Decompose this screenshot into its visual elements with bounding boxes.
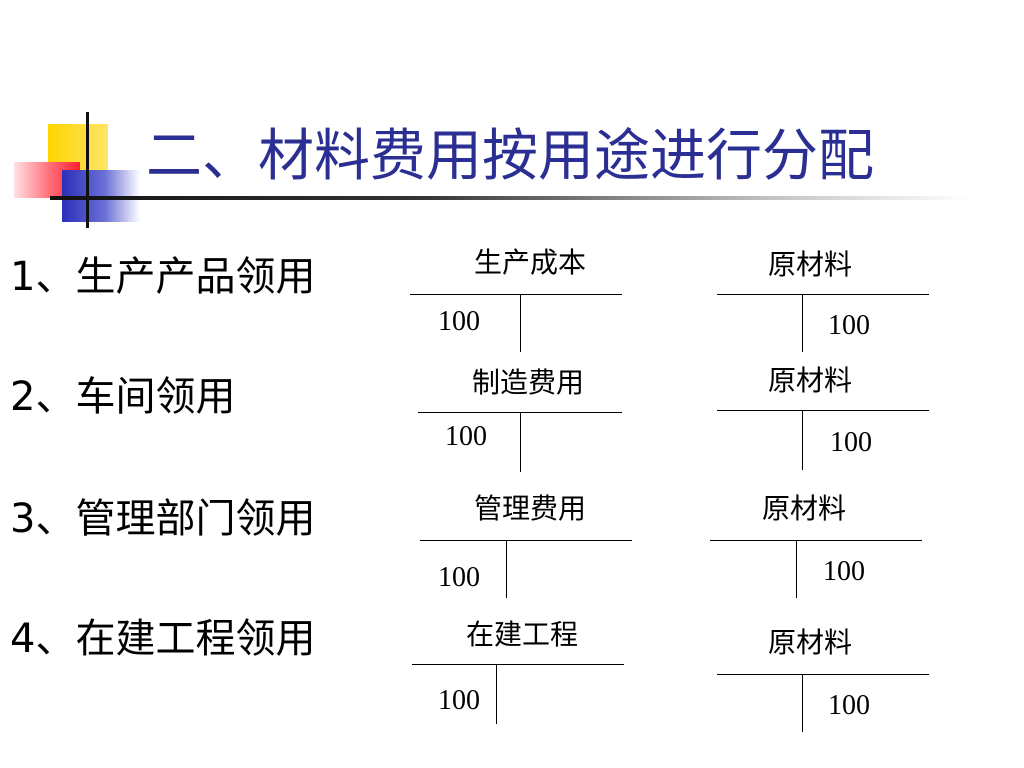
debit-amount: 100 [438, 306, 480, 337]
debit-amount: 100 [438, 562, 480, 593]
t-account-name: 原材料 [767, 364, 852, 397]
row-label-1: 1、生产产品领用 [10, 254, 316, 300]
row-label-2: 2、车间领用 [10, 374, 236, 420]
t-account-vertical-line [496, 664, 497, 724]
debit-amount: 100 [445, 421, 487, 452]
t-account-name: 原材料 [767, 626, 852, 659]
t-account-name: 管理费用 [473, 492, 586, 525]
slide-title: 二、材料费用按用途进行分配 [146, 124, 874, 189]
t-account-horizontal-line [412, 664, 624, 665]
t-account-name: 制造费用 [471, 366, 584, 399]
t-account-vertical-line [506, 540, 507, 598]
credit-amount: 100 [828, 690, 870, 721]
t-account-vertical-line [520, 294, 521, 352]
t-account-vertical-line [520, 412, 521, 472]
t-account-horizontal-line [717, 674, 929, 675]
t-account-horizontal-line [717, 410, 929, 411]
row-label-3: 3、管理部门领用 [10, 496, 316, 542]
credit-amount: 100 [823, 556, 865, 587]
t-account-name: 原材料 [761, 492, 846, 525]
t-account-name: 原材料 [767, 248, 852, 281]
credit-amount: 100 [830, 427, 872, 458]
row-label-4: 4、在建工程领用 [10, 616, 316, 662]
debit-amount: 100 [438, 685, 480, 716]
t-account-horizontal-line [410, 294, 622, 295]
title-underline [50, 196, 970, 200]
credit-amount: 100 [828, 310, 870, 341]
t-account-name: 生产成本 [473, 246, 586, 279]
t-account-vertical-line [802, 294, 803, 352]
t-account-horizontal-line [710, 540, 922, 541]
t-account-vertical-line [796, 540, 797, 598]
t-account-horizontal-line [717, 294, 929, 295]
t-account-name: 在建工程 [465, 618, 578, 651]
t-account-vertical-line [802, 410, 803, 470]
title-decoration-vertical-line [86, 112, 89, 228]
t-account-vertical-line [802, 674, 803, 732]
t-account-horizontal-line [420, 540, 632, 541]
